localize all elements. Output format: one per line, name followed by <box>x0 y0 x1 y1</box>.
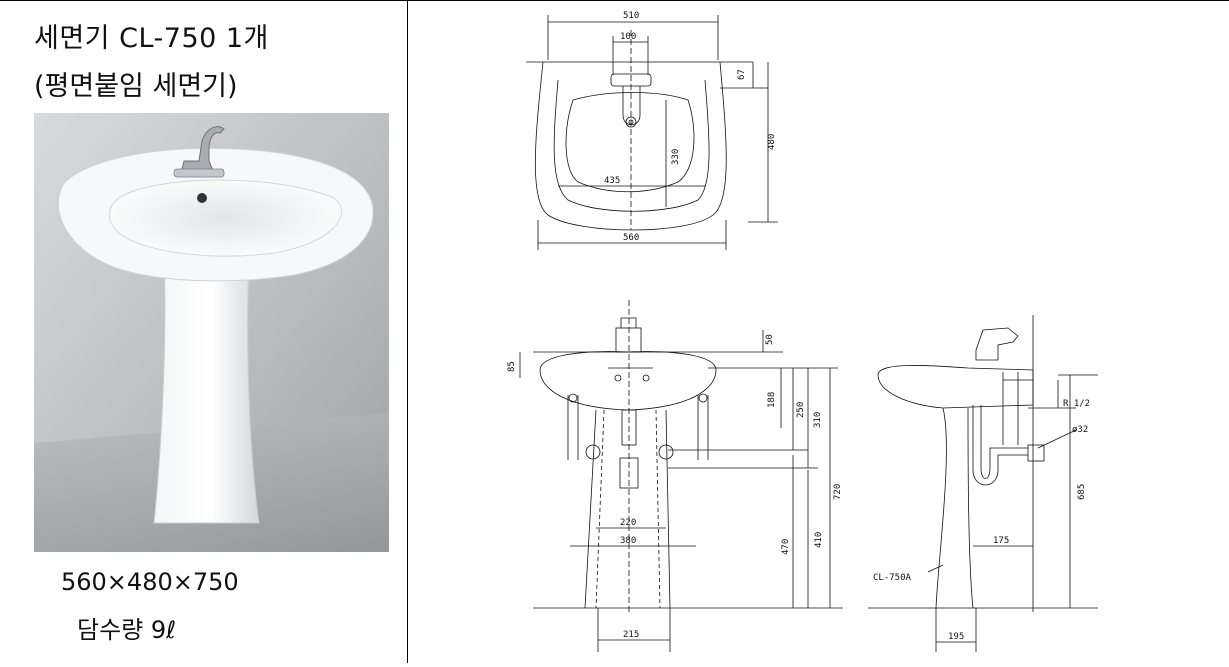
dim-rim-height: 85 <box>507 361 517 372</box>
dim-base-width: 215 <box>623 630 639 640</box>
product-subtitle: (평면붙임 세면기) <box>34 71 238 102</box>
dim-tap-height: 50 <box>765 334 775 345</box>
dim-pedestal-inner: 220 <box>620 518 636 528</box>
dim-410: 410 <box>814 532 824 548</box>
dim-tap-spacing: 100 <box>620 32 636 42</box>
dim-top-depth: 480 <box>767 134 777 150</box>
product-dimensions: 560×480×750 <box>61 568 239 596</box>
dim-back-depth: 67 <box>737 69 747 80</box>
dim-outer-width: 560 <box>623 233 639 243</box>
dim-470: 470 <box>781 539 791 555</box>
label-model-callout: CL-750A <box>873 573 912 583</box>
product-photo <box>34 113 389 552</box>
dim-310: 310 <box>813 412 823 428</box>
product-panel: 세면기 CL-750 1개 (평면붙임 세면기) <box>0 0 407 663</box>
dim-basin-depth: 330 <box>671 149 681 165</box>
dim-drain-offset: 175 <box>993 536 1009 546</box>
dim-720: 720 <box>833 484 843 500</box>
side-view-drawing: R 1/2 ø32 CL-750A 175 685 195 <box>868 315 1098 652</box>
column-divider <box>407 0 408 663</box>
dim-250: 250 <box>796 402 806 418</box>
dim-188: 188 <box>767 392 777 408</box>
technical-drawing: 510 100 <box>408 0 1229 663</box>
dim-pedestal-outer: 380 <box>620 536 636 546</box>
label-drain-diameter: ø32 <box>1072 425 1088 435</box>
front-view-drawing: 50 85 188 250 310 720 470 410 <box>507 300 843 652</box>
product-title: 세면기 CL-750 1개 <box>34 23 269 54</box>
water-capacity: 담수량 9ℓ <box>77 616 177 644</box>
dim-top-width: 510 <box>623 11 639 21</box>
dim-basin-width: 435 <box>604 176 620 186</box>
dim-base-depth: 195 <box>948 632 964 642</box>
top-view-drawing: 510 100 <box>526 11 778 250</box>
label-supply-thread: R 1/2 <box>1063 399 1090 409</box>
top-border <box>0 0 1229 1</box>
dim-side-height: 685 <box>1077 484 1087 500</box>
